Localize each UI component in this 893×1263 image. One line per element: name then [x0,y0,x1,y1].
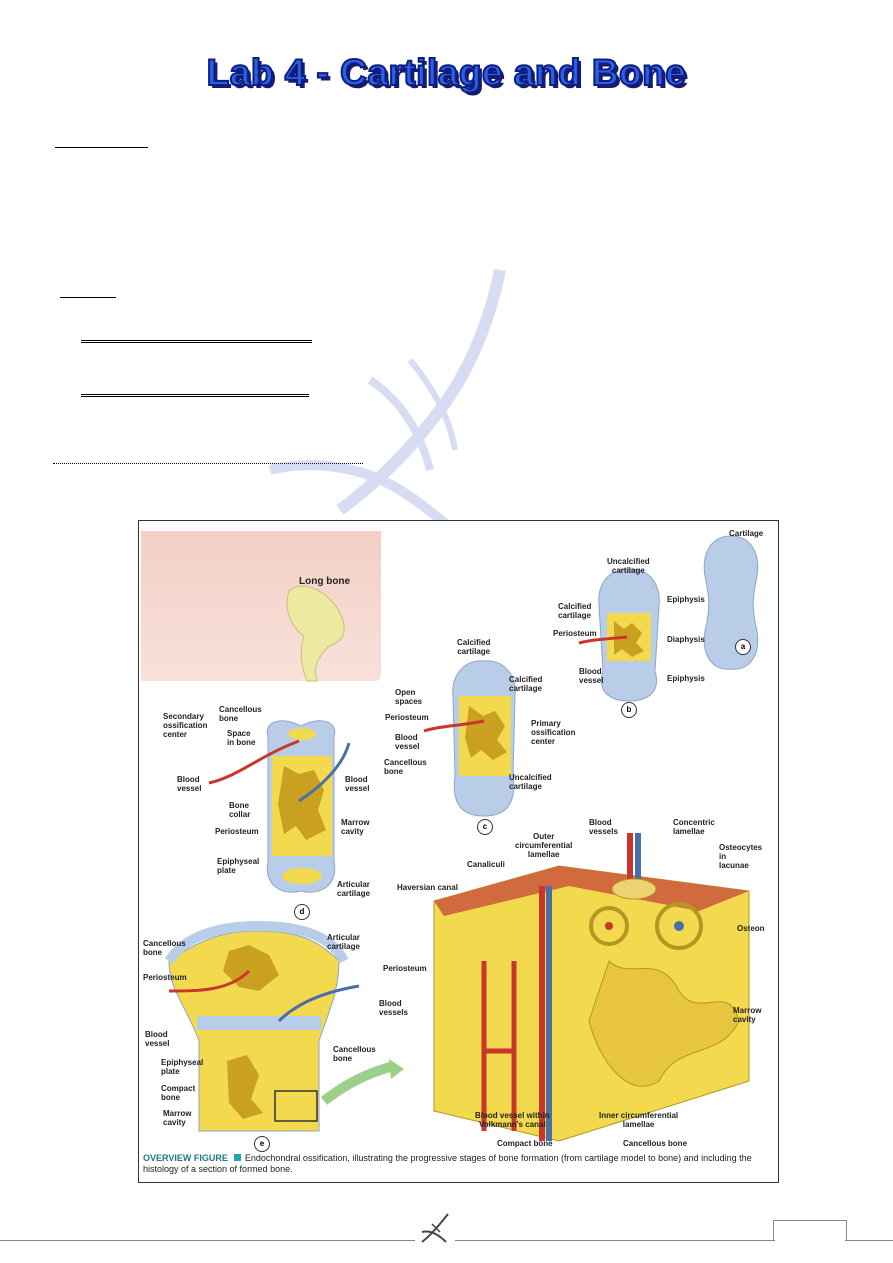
label-primary-ossification-center: Primary ossification center [531,719,576,746]
label-canaliculi: Canaliculi [467,860,505,869]
label-blood-vessel-d-left: Blood vessel [177,775,202,793]
footer-logo [421,1213,449,1243]
label-osteon: Osteon [737,924,765,933]
page-number-box [773,1220,847,1241]
stage-d-marker: d [294,904,310,920]
footer-line-right [455,1240,775,1241]
footer-line-left [0,1240,415,1241]
label-blood-vessel-volkmann: Blood vessel within Volkmann's canal [475,1111,550,1129]
label-bone-collar: Bone collar [229,801,251,819]
heading-underline-1 [55,147,148,148]
caption-heading: OVERVIEW FIGURE [143,1153,228,1163]
label-periosteum-b: Periosteum [553,629,597,638]
stage-c-marker: c [477,819,493,835]
label-cancellous-bone-e-top: Cancellous bone [143,939,186,957]
stage-a-marker: a [735,639,751,655]
label-compact-bone-e: Compact bone [161,1084,196,1102]
label-calcified-cartilage-c-right: Calcified cartilage [509,675,543,693]
page-title: Lab 4 - Cartilage and Bone [206,51,687,94]
label-inner-circumferential-lamellae: Inner circumferential lamellae [599,1111,679,1129]
skin-background [141,531,381,681]
label-calcified-cartilage-b: Calcified cartilage [558,602,592,620]
label-open-spaces: Open spaces [395,688,423,706]
dotted-divider [53,463,363,464]
label-articular-cartilage-e: Articular cartilage [327,933,360,951]
caption-bullet [233,1154,241,1161]
label-periosteum-c: Periosteum [385,713,429,722]
caption-text: Endochondral ossification, illustrating … [143,1153,752,1174]
label-blood-vessel-d-right: Blood vessel [345,775,370,793]
blank-line-1 [81,340,312,343]
stage-b-marker: b [621,702,637,718]
label-epiphysis-top: Epiphysis [667,595,705,604]
label-cancellous-bone-e-mid: Cancellous bone [333,1045,376,1063]
watermark-logo [268,268,506,555]
label-cartilage: Cartilage [729,529,764,538]
label-uncalcified-cartilage-c: Uncalcified cartilage [509,773,552,791]
label-epiphyseal-plate-e: Epiphyseal plate [161,1058,204,1076]
label-cancellous-bone-d: Cancellous bone [219,705,262,723]
label-blood-vessel-b: Blood vessel [579,667,604,685]
label-cancellous-bone: Cancellous bone [623,1139,688,1148]
label-blood-vessels-e: Blood vessels [379,999,408,1017]
label-osteocytes-in-lacunae: Osteocytes in lacunae [719,843,763,870]
label-blood-vessel-e: Blood vessel [145,1030,170,1048]
figure-illustration [164,535,759,1142]
label-cancellous-bone-c: Cancellous bone [384,758,427,776]
label-epiphysis-bottom: Epiphysis [667,674,705,683]
label-periosteum-hist: Periosteum [383,964,427,973]
label-concentric-lamellae: Concentric lamellae [673,818,715,836]
stage-e-marker: e [254,1136,270,1152]
blank-line-2 [81,394,309,397]
label-marrow-cavity-e: Marrow cavity [163,1109,192,1127]
label-compact-bone: Compact bone [497,1139,553,1148]
label-space-in-bone: Space in bone [227,729,256,747]
label-long-bone: Long bone [299,576,351,587]
label-marrow-cavity-d: Marrow cavity [341,818,370,836]
footer-line-far-right [845,1240,893,1241]
label-diaphysis: Diaphysis [667,635,705,644]
label-articular-cartilage-d: Articular cartilage [337,880,370,898]
label-periosteum-d: Periosteum [215,827,259,836]
label-epiphyseal-plate-d: Epiphyseal plate [217,857,260,875]
label-haversian-canal: Haversian canal [397,883,458,892]
label-blood-vessel-c: Blood vessel [395,733,420,751]
label-secondary-ossification-center: Secondary ossification center [163,712,208,739]
label-uncalcified-cartilage-b: Uncalcified cartilage [607,557,650,575]
label-calcified-cartilage-c-top: Calcified cartilage [457,638,491,656]
label-outer-circumferential-lamellae: Outer circumferential lamellae [515,832,573,859]
label-periosteum-e: Periosteum [143,973,187,982]
label-marrow-cavity-hist: Marrow cavity [733,1006,762,1024]
heading-underline-2 [60,297,116,298]
bone-formation-figure: Long bone Cartilage a b c d e Uncalcifie… [138,520,779,1183]
label-blood-vessels-top: Blood vessels [589,818,618,836]
